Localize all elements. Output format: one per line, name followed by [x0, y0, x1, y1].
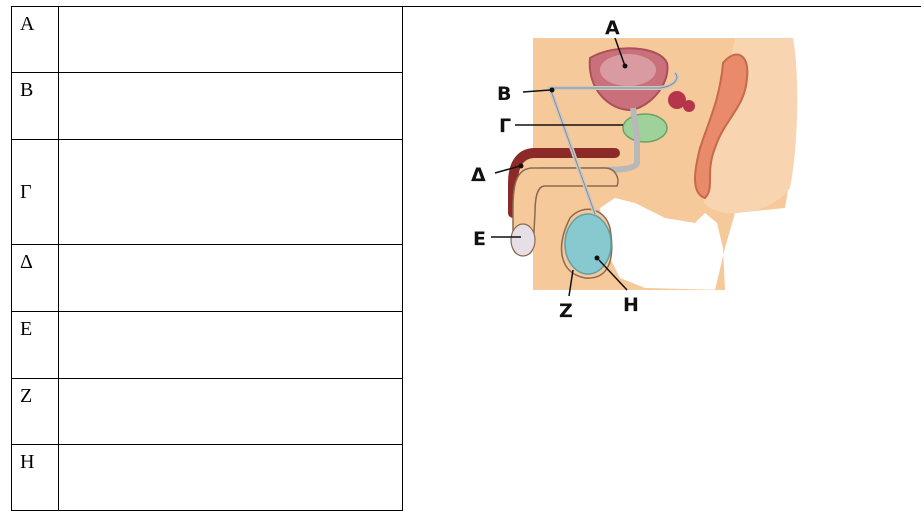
- prostate: [623, 114, 667, 142]
- answer-input-cell[interactable]: [59, 73, 403, 140]
- answer-input-cell[interactable]: [59, 140, 403, 245]
- row-letter-cell: H: [12, 445, 59, 511]
- seminal-vesicle: [683, 100, 695, 112]
- glans: [511, 224, 535, 256]
- bladder-inner: [600, 54, 656, 86]
- row-letter-cell: Z: [12, 379, 59, 445]
- table-row: A: [12, 7, 403, 73]
- row-letter-cell: A: [12, 7, 59, 73]
- answer-table: A B Γ Δ E Z H: [11, 6, 403, 511]
- leader-dot-b: [550, 88, 555, 93]
- leader-dot-d: [519, 164, 524, 169]
- table-row: Δ: [12, 245, 403, 312]
- answer-input-cell[interactable]: [59, 7, 403, 73]
- leader-dot-h: [595, 256, 600, 261]
- answer-input-cell[interactable]: [59, 445, 403, 511]
- table-row: Γ: [12, 140, 403, 245]
- top-rule-line: [403, 6, 921, 7]
- row-letter-cell: B: [12, 73, 59, 140]
- row-letter-cell: Γ: [12, 140, 59, 245]
- label-z: Ζ: [559, 300, 573, 322]
- label-a: Α: [605, 17, 620, 39]
- anatomy-diagram-svg: Α Β Γ Δ Ε Ζ Η: [405, 8, 924, 348]
- answer-input-cell[interactable]: [59, 379, 403, 445]
- table-row: B: [12, 73, 403, 140]
- answer-input-cell[interactable]: [59, 245, 403, 312]
- answer-table-wrapper: A B Γ Δ E Z H: [11, 6, 403, 511]
- table-row: H: [12, 445, 403, 511]
- answer-input-cell[interactable]: [59, 312, 403, 379]
- table-row: Z: [12, 379, 403, 445]
- row-letter-cell: Δ: [12, 245, 59, 312]
- label-g: Γ: [499, 115, 511, 137]
- label-b: Β: [497, 83, 511, 105]
- label-e: Ε: [473, 228, 486, 250]
- label-h: Η: [623, 294, 639, 316]
- table-row: E: [12, 312, 403, 379]
- row-letter-cell: E: [12, 312, 59, 379]
- anatomy-diagram: Α Β Γ Δ Ε Ζ Η: [405, 8, 924, 348]
- leader-dot-a: [623, 64, 628, 69]
- label-d: Δ: [471, 164, 486, 186]
